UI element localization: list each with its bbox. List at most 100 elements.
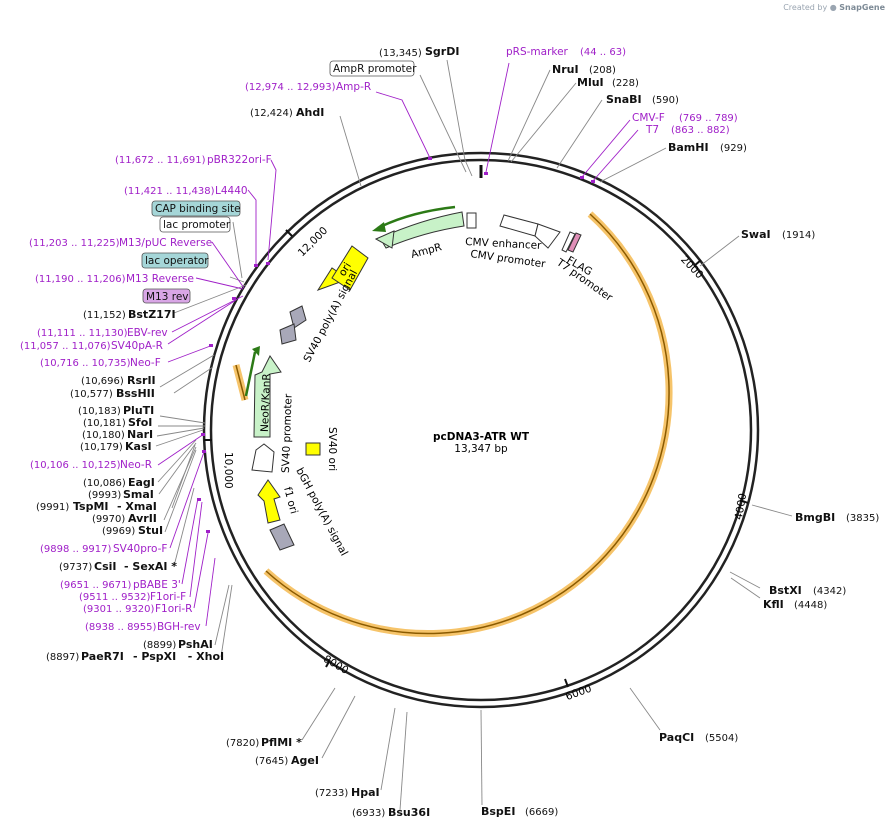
csii-pos: (9737) (59, 562, 92, 573)
bamhi-pos: (929) (720, 143, 747, 154)
bmgbi-pos: (3835) (846, 513, 879, 524)
pbabe-name: pBABE 3' (133, 579, 181, 591)
tick-label-2000: 2000 (678, 254, 705, 282)
avrii-name: AvrII (128, 512, 157, 525)
bstz17i-pos: (11,152) (83, 310, 126, 321)
eagi-name: EagI (128, 476, 155, 489)
swai-name: SwaI (741, 228, 771, 241)
hpai-pos: (7233) (315, 788, 348, 799)
f1orir-pos: (9301 .. 9320) (83, 604, 155, 615)
neof-name: Neo-F (130, 357, 161, 369)
nari-pos: (10,180) (82, 430, 125, 441)
pflmi-pos: (7820) (226, 738, 259, 749)
ahdi-name: AhdI (296, 106, 324, 119)
snapgene-logo-icon: ● (829, 3, 837, 12)
lac-operator-box: lac operator (141, 252, 209, 269)
insert-arc (232, 211, 673, 638)
t7-pos: (863 .. 882) (671, 125, 730, 136)
nari-name: NarI (127, 428, 153, 441)
bspei-name: BspEI (481, 805, 515, 818)
backbone-inner (209, 158, 753, 702)
tick-label-4000: 4000 (733, 492, 749, 520)
cap-binding-site-box: CAP binding site (151, 200, 241, 217)
sv40prof-name: SV40pro-F (113, 543, 167, 555)
f1orif-pos: (9511 .. 9532) (79, 592, 151, 603)
agei-pos: (7645) (255, 756, 288, 767)
bsshii-pos: (10,577) (70, 389, 113, 400)
pbr322-pos: (11,672 .. 11,691) (115, 155, 206, 166)
bstz17i-name: BstZ17I (128, 308, 176, 321)
m13r-pos: (11,190 .. 11,206) (35, 274, 126, 285)
ebvrev-pos: (11,111 .. 11,130) (37, 328, 128, 339)
sgrdi-name: SgrDI (425, 45, 459, 58)
rsrii-pos: (10,696) (81, 376, 124, 387)
kasi-name: KasI (125, 440, 152, 453)
snapgene-credit: Created by ● SnapGene (783, 3, 885, 12)
paer7i-pos: (8897) (46, 652, 79, 663)
m13puc-pos: (11,203 .. 11,225) (29, 238, 120, 249)
bghrev-name: BGH-rev (157, 621, 201, 633)
ampr-promoter-box: AmpR promoter (329, 60, 417, 77)
kasi-pos: (10,179) (80, 442, 123, 453)
lac-promoter-box: lac promoter (159, 216, 231, 233)
l4440-pos: (11,421 .. 11,438) (124, 186, 215, 197)
cmv-feature: CMV enhancer CMV promoter FLAG T7 promot… (465, 214, 615, 304)
plasmid-name: pcDNA3-ATR WT (433, 431, 530, 443)
m13-rev-label: M13 rev (146, 291, 189, 303)
sv40-polya-feature: SV40 poly(A) signal (279, 268, 360, 364)
sfoi-pos: (10,181) (83, 418, 126, 429)
prsmarker-name: pRS-marker (506, 46, 569, 58)
t7-name: T7 (645, 124, 659, 136)
coordinate-ticks (204, 229, 749, 688)
pluti-name: PluTI (123, 404, 154, 417)
neor-pos: (10,106 .. 10,125) (30, 460, 121, 471)
sv40-promoter-label: SV40 promoter (280, 393, 295, 473)
primer-markers (197, 157, 595, 533)
sv40-promoter-feature: SV40 promoter (251, 393, 295, 473)
sv40-ori-feature: SV40 ori (305, 427, 338, 471)
swai-pos: (1914) (782, 230, 815, 241)
ori-feature: ori (316, 245, 369, 291)
ampr-feature: AmpR (372, 205, 477, 261)
kfli-name: KflI (763, 598, 784, 611)
cmvf-pos: (769 .. 789) (679, 113, 738, 124)
bspei-pos: (6669) (525, 807, 558, 818)
neof-pos: (10,716 .. 10,735) (40, 358, 131, 369)
leader-lines (155, 59, 793, 811)
mlui-pos: (228) (612, 78, 639, 89)
paer7i-name: PaeR7I (81, 650, 124, 663)
sv40-ori-label: SV40 ori (326, 427, 338, 471)
tspmi-extra: - XmaI (117, 500, 157, 513)
tspmi-name: TspMI (73, 500, 109, 513)
mlui-name: MluI (577, 76, 604, 89)
sv40prof-pos: (9898 .. 9917) (40, 544, 112, 555)
pflmi-name: PflMI * (261, 736, 302, 749)
f1orir-name: F1ori-R (155, 603, 192, 615)
cmvf-name: CMV-F (632, 112, 665, 124)
nrui-pos: (208) (589, 65, 616, 76)
cap-binding-site-label: CAP binding site (155, 203, 241, 215)
m13r-name: M13 Reverse (126, 273, 194, 285)
sfoi-name: SfoI (128, 416, 152, 429)
nrui-name: NruI (552, 63, 579, 76)
rsrii-name: RsrII (127, 374, 156, 387)
lac-promoter-label: lac promoter (163, 219, 231, 231)
hpai-name: HpaI (351, 786, 380, 799)
smai-pos: (9993) (88, 490, 121, 501)
prsmarker-pos: (44 .. 63) (580, 47, 626, 58)
bghrev-pos: (8938 .. 8955) (85, 622, 157, 633)
agei-name: AgeI (291, 754, 319, 767)
csii-name: CsiI (94, 560, 116, 573)
bsu36i-name: Bsu36I (388, 806, 430, 819)
ahdi-pos: (12,424) (250, 108, 293, 119)
paqci-pos: (5504) (705, 733, 738, 744)
bstxi-name: BstXI (769, 584, 802, 597)
tspmi-pos: (9991) (36, 502, 69, 513)
snabi-name: SnaBI (606, 93, 642, 106)
paer7i-extra: - PspXI - XhoI (133, 650, 224, 663)
ebvrev-name: EBV-rev (127, 327, 168, 339)
plasmid-length: 13,347 bp (454, 443, 508, 455)
bsu36i-pos: (6933) (352, 808, 385, 819)
sv40pa-pos: (11,057 .. 11,076) (20, 341, 111, 352)
